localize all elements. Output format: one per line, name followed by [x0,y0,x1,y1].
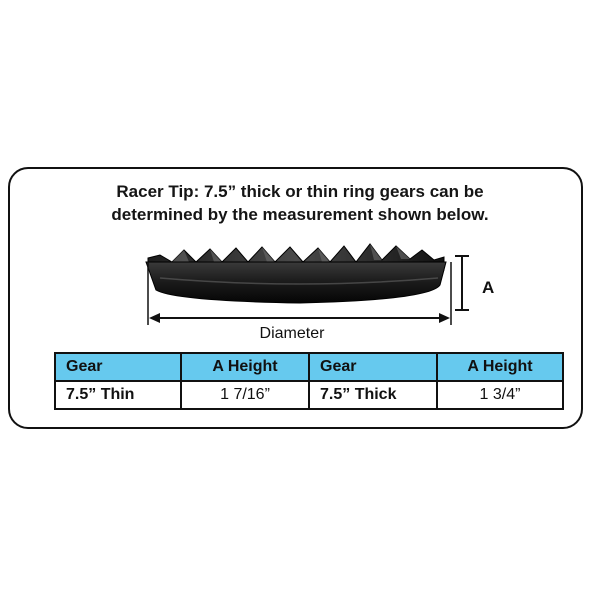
diameter-dimension [147,262,452,325]
ring-gear-body [145,261,447,304]
header-gear-2: Gear [308,352,438,382]
cell-height-thick: 1 3/4” [436,380,564,410]
diameter-label: Diameter [260,325,326,342]
cell-gear-thick: 7.5” Thick [308,380,438,410]
header-a-height-2: A Height [436,352,564,382]
height-dimension [455,255,469,311]
gear-spec-table: Gear A Height Gear A Height 7.5” Thin 1 … [54,352,564,410]
racer-tip-line-1: Racer Tip: 7.5” thick or thin ring gears… [116,182,484,201]
cell-height-thin: 1 7/16” [180,380,310,410]
header-gear-1: Gear [54,352,182,382]
header-a-height-1: A Height [180,352,310,382]
racer-tip-text: Racer Tip: 7.5” thick or thin ring gears… [0,180,600,226]
racer-tip-line-2: determined by the measurement shown belo… [111,205,489,224]
cell-gear-thin: 7.5” Thin [54,380,182,410]
table-row: 7.5” Thin 1 7/16” 7.5” Thick 1 3/4” [54,380,564,410]
table-header-row: Gear A Height Gear A Height [54,352,564,382]
height-label: A [482,278,494,297]
